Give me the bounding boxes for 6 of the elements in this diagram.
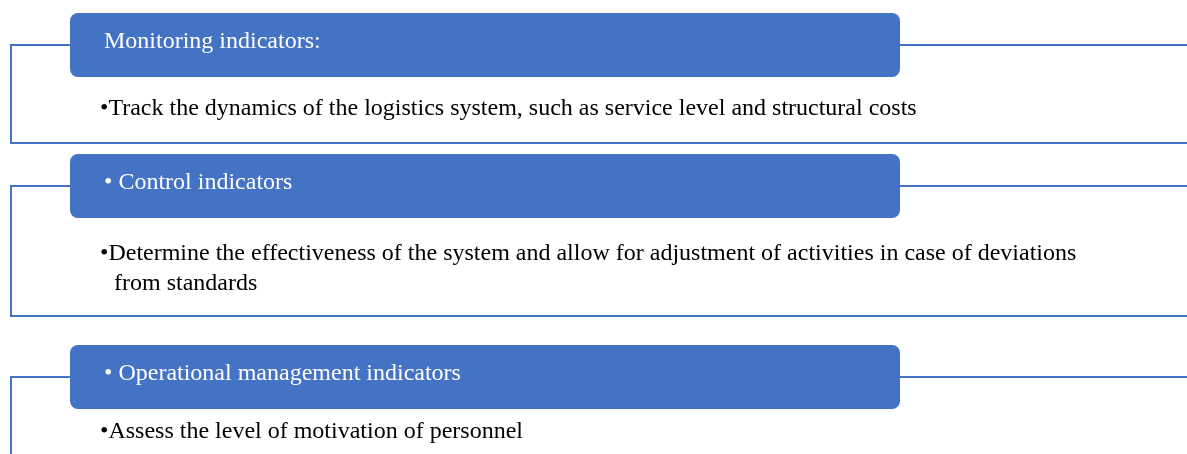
heading-bar: • Operational management indicators: [70, 345, 900, 409]
bullet-text: •Determine the effectiveness of the system and allow for adjustment of activities in case of deviations from standards: [100, 238, 1078, 297]
bullet-text: •Track the dynamics of the logistics system, such as service level and structural costs: [100, 93, 918, 122]
heading-bar: Monitoring indicators:: [70, 13, 900, 77]
heading-bar: • Control indicators: [70, 154, 900, 218]
bullet-text: •Assess the level of motivation of personnel: [100, 416, 524, 445]
